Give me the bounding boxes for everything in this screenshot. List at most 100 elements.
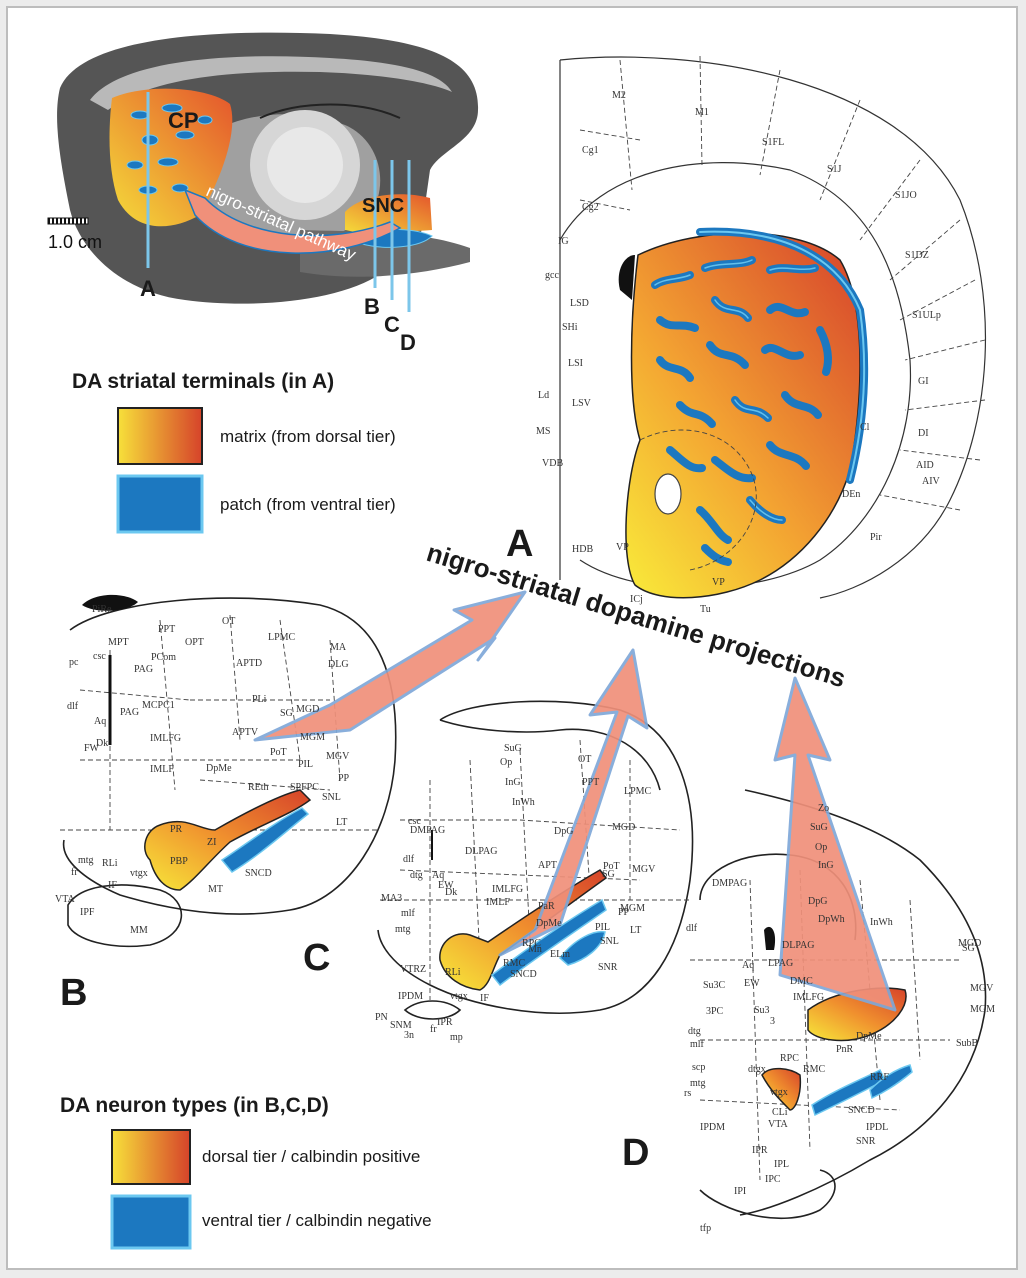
atlas-label-d: DpWh	[818, 914, 845, 925]
atlas-label-d: InG	[818, 860, 834, 871]
panel-c-inner	[440, 720, 660, 790]
atlas-label-d: IPDL	[866, 1122, 888, 1133]
atlas-label-b: MGD	[296, 704, 319, 715]
atlas-label-b: SNL	[322, 792, 341, 803]
section-label-b: B	[364, 294, 380, 319]
atlas-label-c: RLi	[445, 967, 461, 978]
atlas-label-d: SNR	[856, 1136, 876, 1147]
atlas-label-d: IPDM	[700, 1122, 725, 1133]
scale-bar	[48, 218, 88, 224]
atlas-label-b: PR	[170, 824, 183, 835]
atlas-label-c: MGD	[612, 822, 635, 833]
atlas-label-d: dtg	[688, 1026, 701, 1037]
atlas-label-d: SG	[962, 943, 975, 954]
atlas-label-c: InWh	[512, 797, 535, 808]
panel-a: A	[506, 56, 985, 598]
atlas-label-c: DLPAG	[465, 846, 497, 857]
atlas-label-d: LPAG	[768, 958, 793, 969]
legend-dorsal-label: dorsal tier / calbindin positive	[202, 1147, 420, 1166]
atlas-label-c: vtgx	[450, 991, 468, 1002]
atlas-label-b: IMLFG	[150, 733, 181, 744]
atlas-label-d: rs	[684, 1088, 691, 1099]
atlas-label-c: VTRZ	[400, 964, 426, 975]
atlas-label-b: PoT	[270, 747, 287, 758]
legend-patch-label: patch (from ventral tier)	[220, 495, 396, 514]
atlas-label-b: PLi	[252, 694, 267, 705]
atlas-label-b: MM	[130, 925, 148, 936]
atlas-label-c: IMLFG	[492, 884, 523, 895]
atlas-label-c: mtg	[395, 924, 411, 935]
atlas-label-d: dtgx	[748, 1064, 766, 1075]
legend-matrix-label: matrix (from dorsal tier)	[220, 427, 396, 446]
panel-b-label: B	[60, 972, 87, 1014]
atlas-label-c: IPR	[437, 1017, 453, 1028]
atlas-label-c: PP	[618, 907, 630, 918]
atlas-label-d: dlf	[686, 923, 698, 934]
atlas-label-a: Cl	[860, 422, 870, 433]
atlas-label-b: PIL	[298, 759, 313, 770]
legend-terminals: DA striatal terminals (in A) matrix (fro…	[72, 370, 396, 532]
label-cp: CP	[168, 108, 199, 133]
hippocampus-inner	[267, 127, 343, 203]
atlas-label-d: RRF	[870, 1072, 889, 1083]
atlas-label-d: SubB	[956, 1038, 979, 1049]
atlas-label-a: MS	[536, 426, 550, 437]
atlas-label-b: LT	[336, 817, 347, 828]
atlas-label-b: MGV	[326, 751, 350, 762]
legend-swatch-ventral	[112, 1196, 190, 1248]
atlas-label-c: mlf	[401, 908, 416, 919]
atlas-label-b: FW	[84, 743, 100, 754]
atlas-label-a: AIV	[922, 476, 941, 487]
panel-b: B	[60, 595, 396, 1014]
atlas-label-b: DLG	[328, 659, 349, 670]
atlas-label-b: pc	[69, 657, 79, 668]
atlas-label-b: MGM	[300, 732, 325, 743]
atlas-label-b: vtgx	[130, 868, 148, 879]
atlas-label-c: SNR	[598, 962, 618, 973]
atlas-label-d: DMPAG	[712, 878, 747, 889]
atlas-label-a: LSV	[572, 398, 592, 409]
legend-swatch-matrix	[118, 408, 202, 464]
atlas-label-c: Dk	[445, 887, 457, 898]
legend-terminals-title: DA striatal terminals (in A)	[72, 370, 334, 393]
atlas-label-d: 3PC	[706, 1006, 724, 1017]
panel-c-label: C	[303, 937, 330, 979]
atlas-label-b: IPF	[80, 907, 95, 918]
atlas-label-c: SuG	[504, 743, 522, 754]
atlas-label-a: VP	[616, 542, 629, 553]
legend-swatch-patch	[118, 476, 202, 532]
atlas-label-a: S1DZ	[905, 250, 929, 261]
atlas-label-b: PiRe	[92, 604, 112, 615]
atlas-label-d: Zo	[818, 803, 829, 814]
atlas-label-a: S1FL	[762, 137, 784, 148]
atlas-label-b: SPFPC	[290, 782, 319, 793]
legend-swatch-dorsal	[112, 1130, 190, 1184]
atlas-label-a: M2	[612, 90, 626, 101]
atlas-label-a: VP	[712, 577, 725, 588]
atlas-label-d: DpMe	[856, 1031, 882, 1042]
atlas-label-a: Cg1	[582, 145, 599, 156]
atlas-label-b: PAG	[120, 707, 139, 718]
atlas-label-c: PN	[375, 1012, 388, 1023]
atlas-label-d: DpG	[808, 896, 827, 907]
atlas-label-c: MA3	[381, 893, 402, 904]
panel-a-label: A	[506, 523, 533, 565]
atlas-label-d: SuG	[810, 822, 828, 833]
atlas-label-c: APT	[538, 860, 557, 871]
atlas-label-a: LSI	[568, 358, 583, 369]
atlas-label-d: tfp	[700, 1223, 711, 1234]
panel-a-ventricle	[619, 255, 635, 300]
atlas-label-b: PAG	[134, 664, 153, 675]
section-label-c: C	[384, 312, 400, 337]
atlas-label-d: IPI	[734, 1186, 746, 1197]
arrow-b-to-a	[255, 592, 525, 740]
atlas-label-b: MT	[208, 884, 223, 895]
atlas-label-d: scp	[692, 1062, 705, 1073]
atlas-label-c: mp	[450, 1032, 463, 1043]
atlas-label-b: VTA	[55, 894, 76, 905]
atlas-label-b: APTV	[232, 727, 259, 738]
atlas-label-c: LT	[630, 925, 641, 936]
atlas-label-a: AID	[916, 460, 934, 471]
atlas-label-a: ICj	[630, 594, 643, 605]
atlas-label-a: S1JO	[895, 190, 917, 201]
